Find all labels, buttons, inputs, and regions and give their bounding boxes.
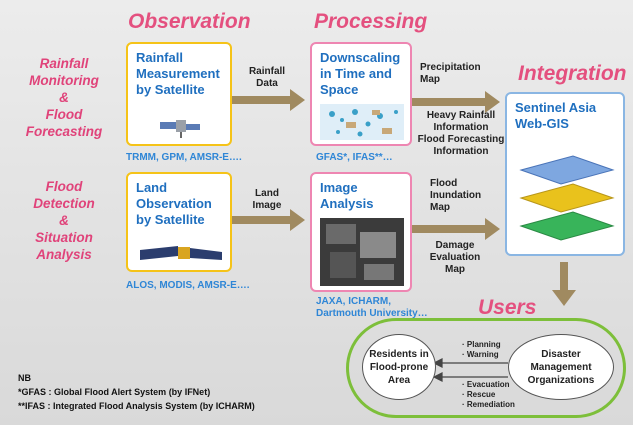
- land-satellite-icon: [140, 246, 222, 260]
- flood-detection-label: Flood Detection & Situation Analysis: [33, 179, 95, 262]
- gis-layers-icon: [519, 155, 615, 241]
- satellite-image: [320, 218, 404, 286]
- evacuation-label: · Evacuation · Rescue · Remediation: [462, 380, 515, 409]
- arrow-rainfall-data: [232, 89, 305, 111]
- satellite-icon: [160, 120, 200, 138]
- webgis-title: Sentinel Asia Web-GIS: [515, 100, 597, 131]
- observation-heading: Observation: [128, 10, 251, 33]
- processing-heading: Processing: [314, 10, 428, 33]
- gfas-note: *GFAS : Global Flood Alert System (by IF…: [18, 387, 211, 397]
- residents-oval: Residents in Flood-prone Area: [362, 334, 436, 400]
- land-image-label: Land Image: [252, 188, 282, 211]
- downscaling-box: Downscaling in Time and Space: [310, 42, 412, 146]
- nb-label: NB: [18, 373, 31, 383]
- arrow-to-users: [552, 262, 576, 306]
- rainfall-measurement-box: Rainfall Measurement by Satellite: [126, 42, 232, 146]
- flood-inundation-map-label: Flood Inundation Map: [430, 178, 482, 213]
- webgis-box: Sentinel Asia Web-GIS: [505, 92, 625, 256]
- users-container: [346, 318, 626, 418]
- rainfall-measurement-title: Rainfall Measurement by Satellite: [136, 50, 220, 97]
- downscaling-title: Downscaling in Time and Space: [320, 50, 401, 97]
- users-heading: Users: [478, 296, 537, 319]
- integration-heading: Integration: [518, 62, 627, 85]
- rainfall-data-label: Rainfall Data: [248, 66, 286, 89]
- image-analysis-box: Image Analysis: [310, 172, 412, 292]
- arrow-inundation: [412, 218, 500, 240]
- arrow-land-image: [232, 209, 305, 231]
- ifas-note: **IFAS : Integrated Flood Analysis Syste…: [18, 401, 255, 411]
- rainfall-satellite-sources: TRMM, GPM, AMSR-E….: [126, 152, 242, 163]
- rainfall-map-image: [320, 104, 404, 140]
- downscaling-sources: GFAS*, IFAS**…: [316, 152, 393, 163]
- arrow-precipitation: [412, 91, 500, 113]
- planning-warning-label: · Planning · Warning: [462, 340, 501, 359]
- precipitation-map-label: Precipitation Map: [420, 62, 481, 85]
- image-analysis-sources: JAXA, ICHARM, Dartmouth University…: [316, 296, 428, 319]
- heavy-rainfall-info-label: Heavy Rainfall Information Flood Forecas…: [417, 110, 505, 157]
- rainfall-monitoring-label: Rainfall Monitoring & Flood Forecasting: [25, 56, 103, 139]
- land-observation-title: Land Observation by Satellite: [136, 180, 212, 227]
- land-satellite-sources: ALOS, MODIS, AMSR-E….: [126, 280, 250, 291]
- land-observation-box: Land Observation by Satellite: [126, 172, 232, 272]
- disaster-management-oval: Disaster Management Organizations: [508, 334, 614, 400]
- damage-evaluation-map-label: Damage Evaluation Map: [429, 240, 481, 275]
- image-analysis-title: Image Analysis: [320, 180, 374, 211]
